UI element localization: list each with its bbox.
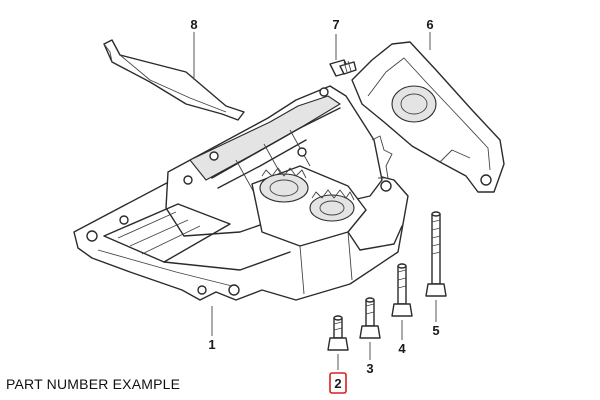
callout-1: 1 xyxy=(208,337,215,352)
callout-6: 6 xyxy=(426,17,433,32)
part-7-screw[interactable] xyxy=(329,59,357,77)
callout-3: 3 xyxy=(366,361,373,376)
part-1-housing[interactable] xyxy=(73,85,409,301)
part-4-bolt[interactable] xyxy=(391,263,413,317)
leader-lines xyxy=(193,32,437,370)
part-5-long-bolt[interactable] xyxy=(425,211,447,297)
part-8-bracket[interactable] xyxy=(103,39,245,121)
callout-labels: 1 3 4 5 6 7 8 xyxy=(190,17,439,376)
part-3-bolt[interactable] xyxy=(359,297,381,339)
highlight-box xyxy=(329,372,347,394)
part-number-example-caption: PART NUMBER EXAMPLE xyxy=(6,376,181,392)
callout-4: 4 xyxy=(398,341,406,356)
callout-2: 2 xyxy=(334,376,341,391)
callout-5: 5 xyxy=(432,323,439,338)
part-6-cover[interactable] xyxy=(351,41,505,193)
callout-8: 8 xyxy=(190,17,197,32)
highlighted-callout-2[interactable]: 2 xyxy=(329,372,347,394)
callout-7: 7 xyxy=(332,17,339,32)
part-2-short-bolt[interactable] xyxy=(327,315,349,351)
